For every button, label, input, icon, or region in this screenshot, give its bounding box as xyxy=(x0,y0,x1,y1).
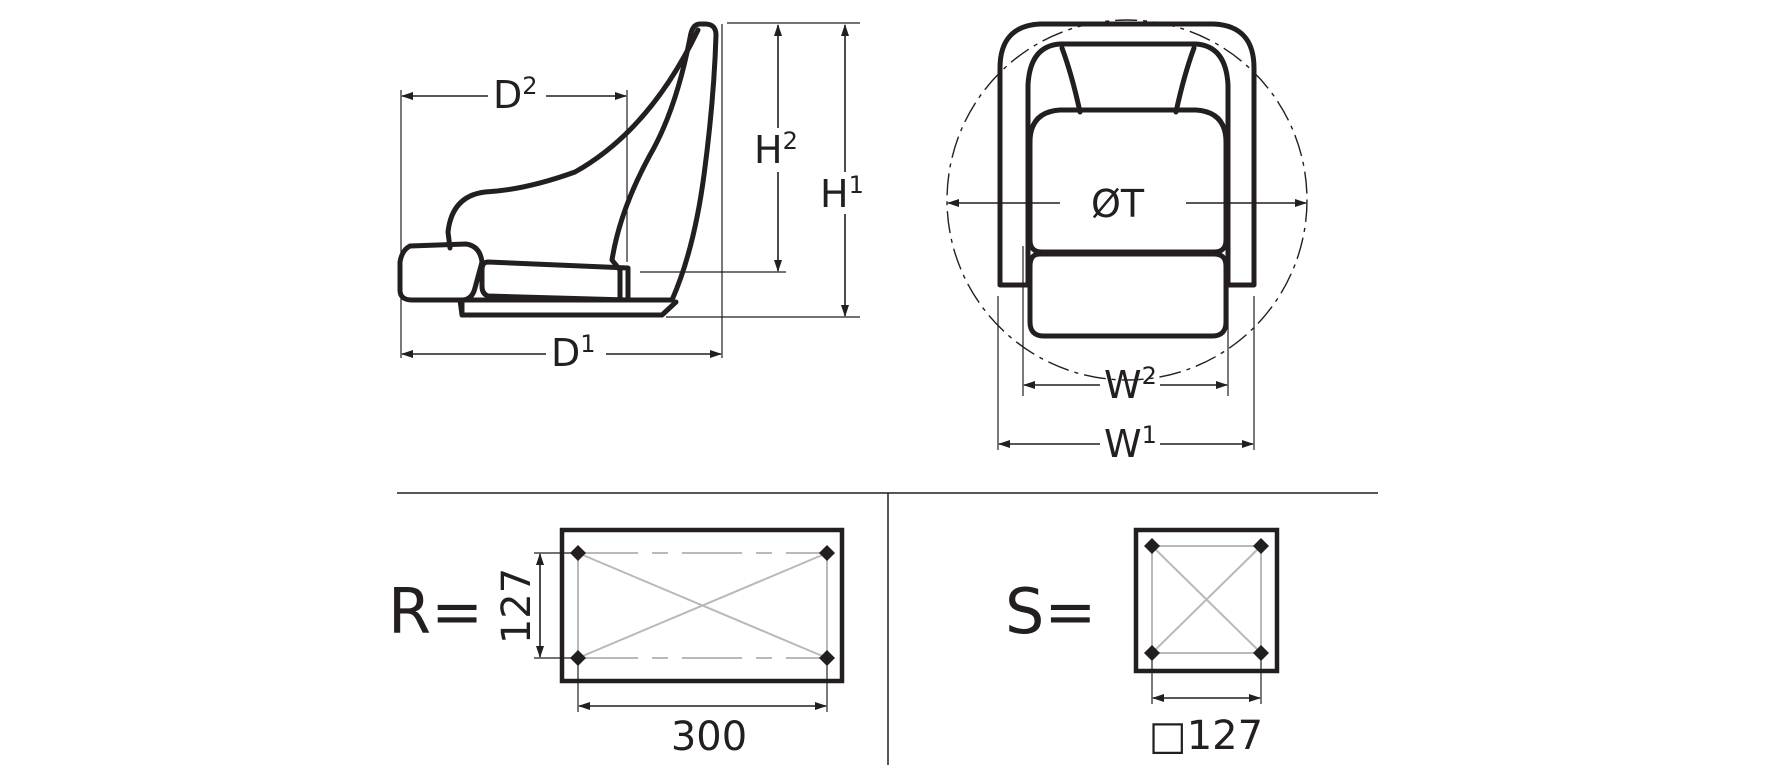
s-label: S= xyxy=(1005,575,1096,648)
s-bolt-pattern: S= □127 xyxy=(1005,527,1280,759)
s-bolt xyxy=(1144,538,1160,554)
side-seat-cushion xyxy=(479,259,631,303)
d2-label: D2 xyxy=(493,72,538,117)
side-view: D2 H2 H1 D1 xyxy=(397,21,864,375)
front-back-cushion xyxy=(1027,107,1229,255)
r-bolt-pattern: R= 127 300 xyxy=(388,527,845,760)
side-seat-shell xyxy=(457,21,719,318)
r-label: R= xyxy=(388,575,483,648)
side-armrest xyxy=(397,241,485,303)
front-seat-cushion xyxy=(1027,251,1229,339)
w2-label: W2 xyxy=(1104,362,1157,407)
h1-label: H1 xyxy=(820,171,864,216)
swivel-circle xyxy=(946,19,1308,381)
h2-label: H2 xyxy=(754,127,798,172)
w1-label: W1 xyxy=(1104,421,1157,466)
side-seat-base xyxy=(459,297,679,318)
front-backrest-frame xyxy=(997,21,1257,288)
r-width-label: 300 xyxy=(671,714,747,760)
s-frame xyxy=(1133,527,1280,674)
r-height-label: 127 xyxy=(494,568,540,644)
r-bolt xyxy=(819,545,835,561)
s-size-label: □127 xyxy=(1149,713,1263,759)
front-view: ØT W2 W1 xyxy=(946,19,1308,466)
diameter-label: ØT xyxy=(1091,182,1145,226)
r-frame xyxy=(559,527,845,684)
d1-label: D1 xyxy=(551,330,596,375)
side-backrest-curve xyxy=(445,27,701,251)
s-bolt xyxy=(1253,538,1269,554)
